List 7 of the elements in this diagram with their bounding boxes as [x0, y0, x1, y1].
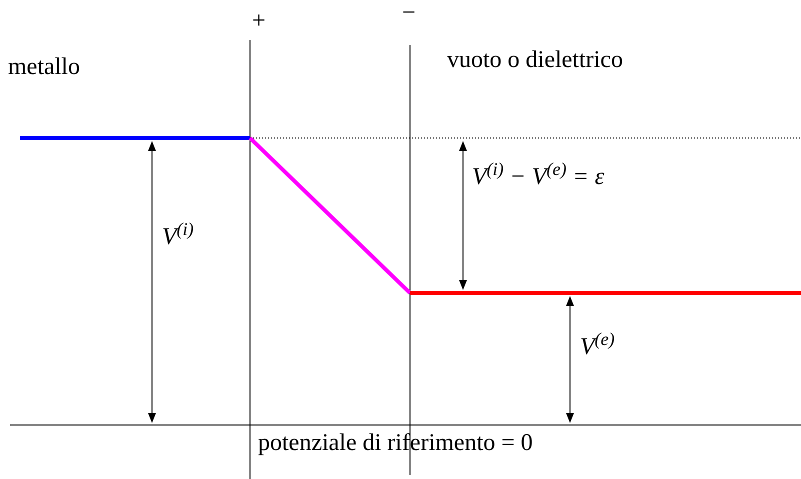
potential-label: V$^{(i)}$ — [162, 222, 194, 252]
potential-label: V$^{(e)}$ — [580, 332, 615, 362]
potential-difference-label: V$^{(i)}$ − V$^{(e)}$ = ε — [472, 162, 604, 192]
region-label: vuoto o dielettrico — [447, 46, 623, 75]
polarity-sign: + — [252, 7, 266, 36]
polarity-sign: − — [402, 0, 416, 28]
region-label: metallo — [8, 53, 80, 82]
